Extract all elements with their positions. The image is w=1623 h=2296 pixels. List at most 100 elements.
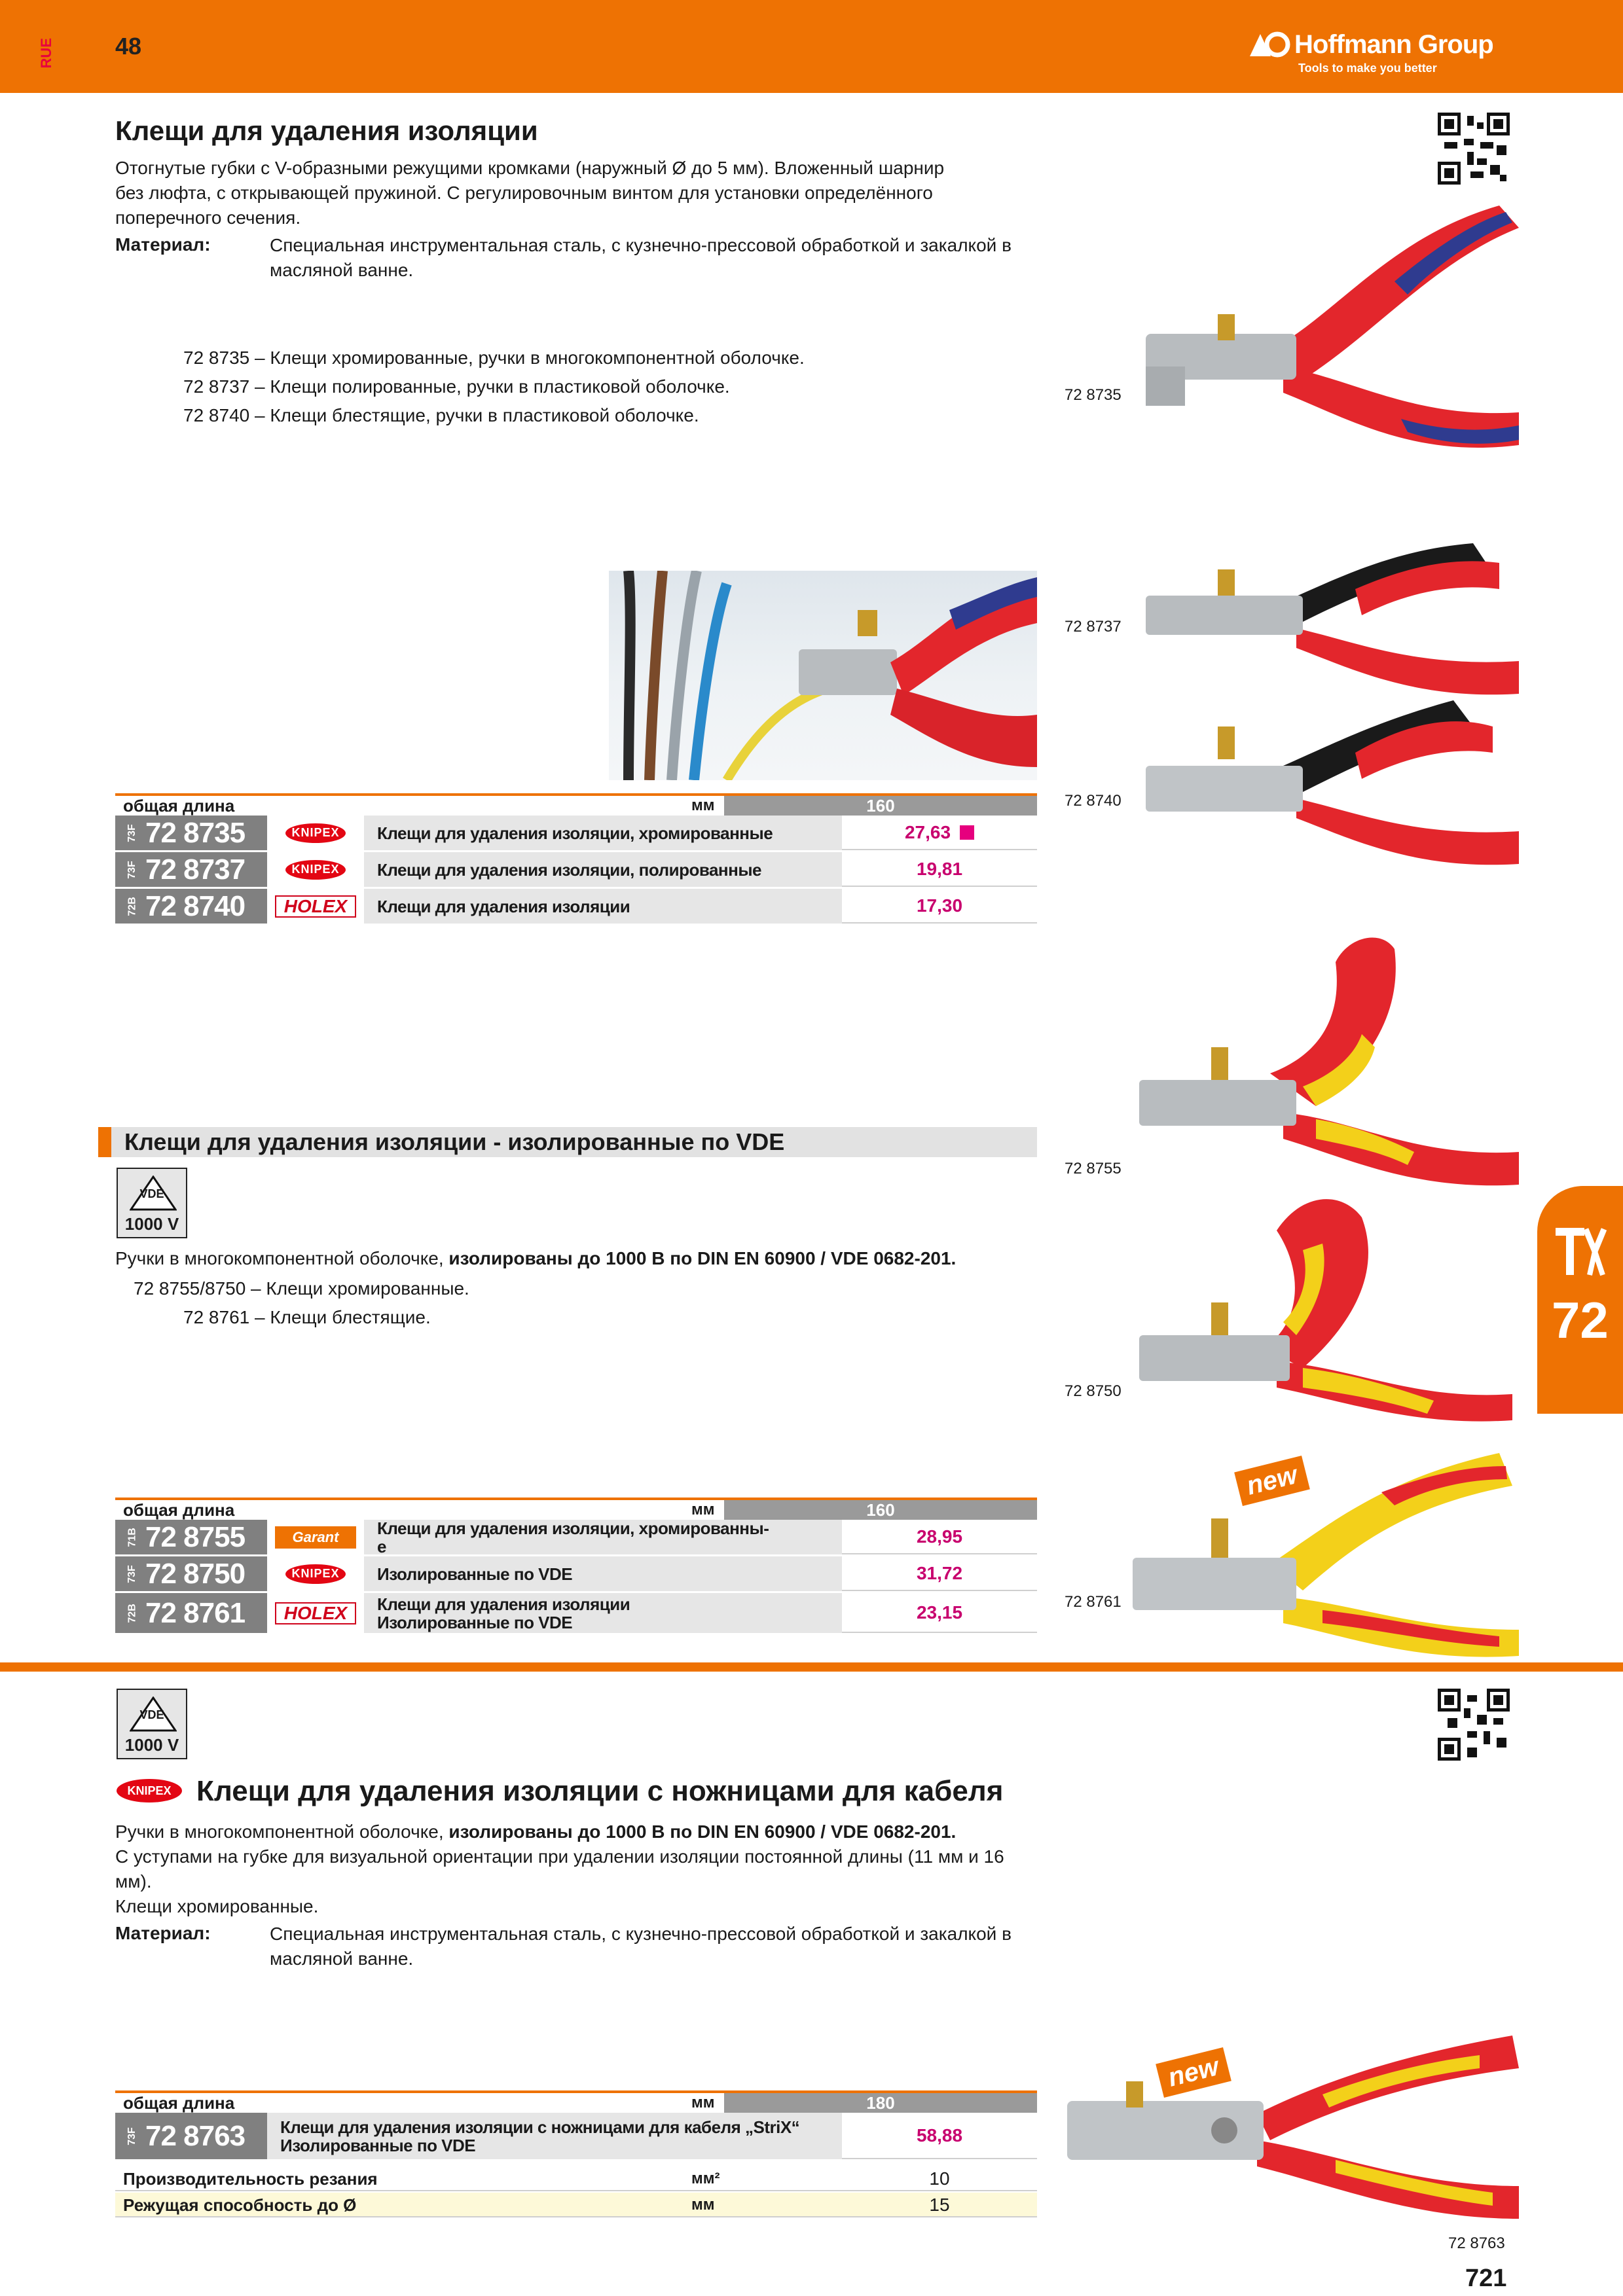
price-value: 58,88 [916,2125,963,2145]
figure-label: 72 8735 [1065,386,1122,404]
hoffmann-logo-icon [1250,31,1290,58]
figure-label: 72 8763 [1448,2234,1505,2252]
knipex-logo: KNIPEX [285,859,346,880]
vde-1000v-icon: VDE 1000 V [117,1689,187,1759]
material-label: Материал: [115,234,211,255]
vde-triangle-icon [130,1696,177,1732]
plier-image-72-8750 [1139,1199,1512,1422]
qr-code-icon[interactable] [1438,113,1510,185]
variant-line: 72 8740 – Клещи блестящие, ручки в пласт… [183,403,699,428]
knipex-logo: KNIPEX [285,1564,346,1584]
section1-title: Клещи для удаления изоляции [115,115,538,146]
material-line: масляной ванне. [270,260,414,280]
row-description: Клещи для удаления изоляции [364,889,842,924]
row-price: 27,63 [842,816,1037,850]
desc-line: Клещи для удаления изоляции [377,1594,630,1614]
price-value: 31,72 [916,1562,963,1583]
header-label: общая длина [123,2093,235,2113]
qr-code-icon[interactable] [1438,1689,1510,1761]
table-row[interactable]: 73F 72 8737 KNIPEX Клещи для удаления изо… [115,852,1037,889]
knipex-logo: KNIPEX [285,823,346,843]
variant-text: Клещи полированные, ручки в пластиковой … [270,376,730,397]
brand-cell: HOLEX [267,1593,364,1633]
code-prefix: 73F [126,860,137,879]
row-price: 17,30 [842,889,1037,924]
article-code: 73F 72 8737 [115,852,267,887]
description-line: Отогнутые губки с V-образными режущими к… [115,158,945,178]
desc-plain: Ручки в многокомпонентной оболочке, [115,1821,449,1842]
code-number: 72 8737 [145,853,246,886]
holex-logo: HOLEX [275,1602,356,1624]
section3-description: Ручки в многокомпонентной оболочке, изол… [115,1820,1045,1919]
product-photo [609,571,1037,780]
brand-cell: Garant [267,1520,364,1554]
price-value: 17,30 [916,895,963,916]
brand-cell: HOLEX [267,889,364,924]
variant-code: 72 8737 – [183,376,265,397]
header-size: 160 [724,1500,1037,1520]
figure-label: 72 8750 [1065,1382,1122,1400]
row-price: 31,72 [842,1556,1037,1591]
row-description: Изолированные по VDE [364,1556,842,1591]
spec-row: Режущая способность до Ø мм 15 [115,2193,1037,2217]
header-size: 160 [724,796,1037,816]
code-prefix: 73F [126,823,137,842]
plier-image-72-8763 [1067,2036,1519,2219]
variant-text: Клещи блестящие, ручки в пластиковой обо… [270,405,699,425]
variant-line: 72 8735 – Клещи хромированные, ручки в м… [183,346,805,370]
row-price: 58,88 [842,2113,1037,2159]
variant-text: Клещи хромированные, ручки в многокомпон… [270,348,805,368]
section-divider [0,1662,1623,1672]
header-bar: RUE 48 Hoffmann Group Tools to make you … [0,0,1623,93]
brand-cell: KNIPEX [267,816,364,850]
desc-line: Изолированные по VDE [280,2135,476,2155]
desc-bold: изолированы до 1000 В по DIN EN 60900 / … [448,1248,957,1268]
plier-image-72-8735 [1146,206,1519,448]
desc-line: Изолированные по VDE [377,1612,573,1632]
desc-line: Клещи для удаления изоляции, хромированн… [377,1518,769,1538]
row-description: Клещи для удаления изоляции, хромированн… [364,1518,842,1556]
price-value: 23,15 [916,1602,963,1623]
spec-unit: мм² [691,2170,720,2187]
desc-line: Клещи для удаления изоляции, полированны… [377,859,762,880]
desc-line: Изолированные по VDE [377,1564,573,1584]
vde-letters: VDE [139,1187,164,1200]
desc-bold: изолированы до 1000 В по DIN EN 60900 / … [448,1821,957,1842]
section2-description: Ручки в многокомпонентной оболочке, изол… [115,1246,1045,1271]
table-header: общая длина мм 160 [115,793,1037,816]
price-value: 19,81 [916,858,963,879]
variant-code: 72 8755/8750 – [134,1278,261,1299]
section3-title: Клещи для удаления изоляции с ножницами … [196,1775,1004,1807]
price-value: 28,95 [916,1526,963,1547]
variant-code: 72 8735 – [183,348,265,368]
description-line: без люфта, с открывающей пружиной. С рег… [115,183,933,203]
code-number: 72 8755 [145,1520,246,1553]
code-number: 72 8761 [145,1596,246,1629]
section2-title: Клещи для удаления изоляции - изолирован… [124,1128,785,1155]
vde-1000v-icon: VDE 1000 V [117,1168,187,1238]
chapter-tab[interactable]: 72 [1537,1186,1623,1414]
desc-line: Клещи для удаления изоляции с ножницами … [280,2117,800,2137]
code-prefix: 72B [126,896,138,916]
row-description: Клещи для удаления изоляции с ножницами … [267,2113,842,2159]
code-prefix: 73F [126,2126,137,2145]
desc-line: Клещи для удаления изоляции [377,896,630,916]
material-text: Специальная инструментальная сталь, с ку… [270,1922,1042,1971]
description-line: Клещи хромированные. [115,1896,319,1916]
spec-unit: мм [691,2196,715,2214]
